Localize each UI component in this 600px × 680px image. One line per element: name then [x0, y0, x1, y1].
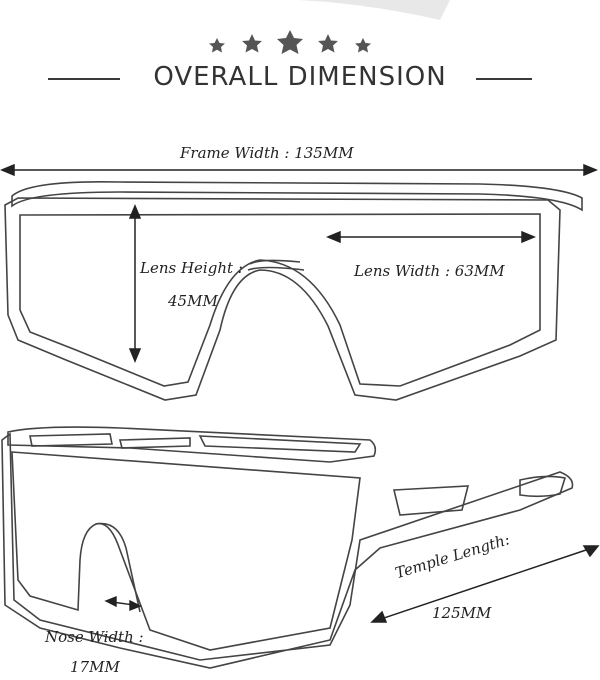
rating-stars — [209, 30, 371, 54]
decorative-swoosh — [230, 0, 450, 20]
frame-width-label: Frame Width : 135MM — [180, 144, 354, 162]
star-icon — [318, 34, 338, 53]
title-rule-left — [48, 78, 120, 80]
nose-width-arrow — [104, 595, 142, 612]
temple-length-arrow — [370, 545, 600, 623]
lens-height-value: 45MM — [168, 292, 218, 310]
star-icon — [355, 38, 371, 53]
side-view-glasses — [1, 426, 574, 669]
star-icon — [209, 38, 225, 53]
nose-width-label: Nose Width : — [45, 628, 144, 646]
lens-width-arrow — [326, 230, 536, 244]
title-rule-right — [476, 78, 532, 80]
lens-height-arrow — [128, 204, 142, 363]
star-icon — [242, 34, 262, 53]
lens-width-label: Lens Width : 63MM — [354, 262, 505, 280]
frame-width-arrow — [0, 163, 598, 177]
front-view-glasses — [4, 180, 583, 401]
temple-length-value: 125MM — [432, 604, 492, 622]
page-title: OVERALL DIMENSION — [153, 62, 447, 92]
star-icon — [277, 30, 303, 54]
lens-height-label: Lens Height : — [140, 259, 243, 277]
nose-width-value: 17MM — [70, 658, 120, 676]
